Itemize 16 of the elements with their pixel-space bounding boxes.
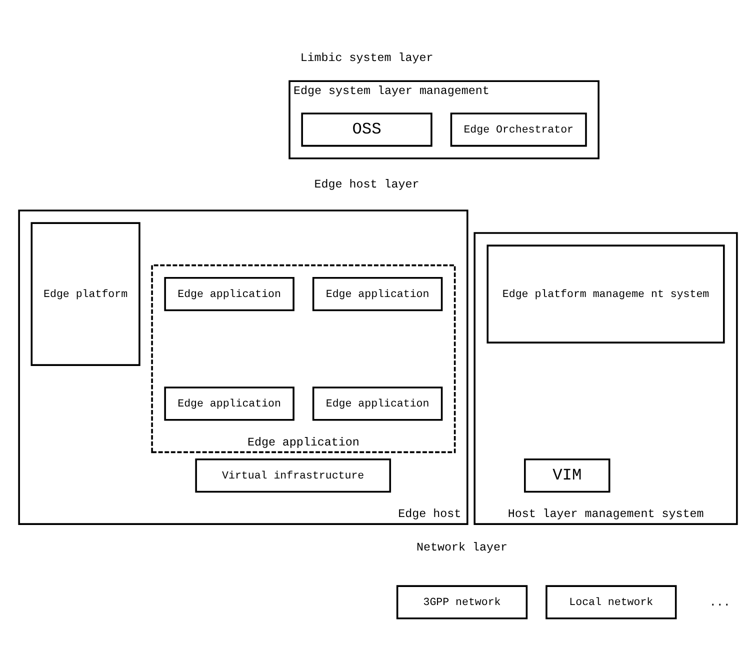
node-box: Local network — [546, 585, 677, 620]
node-box: Edge application — [164, 277, 294, 312]
node-box: OSS — [301, 112, 432, 147]
node-box: Edge platform — [30, 222, 140, 366]
node-box: Edge Orchestrator — [450, 112, 587, 147]
node-box: Virtual infrastructure — [195, 458, 392, 493]
node-box: Edge platform manageme nt system — [486, 244, 725, 344]
node-box: VIM — [524, 458, 610, 493]
node-box: Edge application — [312, 277, 443, 312]
label: Edge host layer — [314, 178, 420, 192]
label: Limbic system layer — [300, 50, 434, 65]
node-box: 3GPP network — [396, 585, 528, 620]
label: ... — [709, 595, 730, 610]
node-box: Edge application — [164, 386, 294, 421]
label: Network layer — [416, 540, 508, 554]
node-box: Edge application — [312, 386, 443, 421]
